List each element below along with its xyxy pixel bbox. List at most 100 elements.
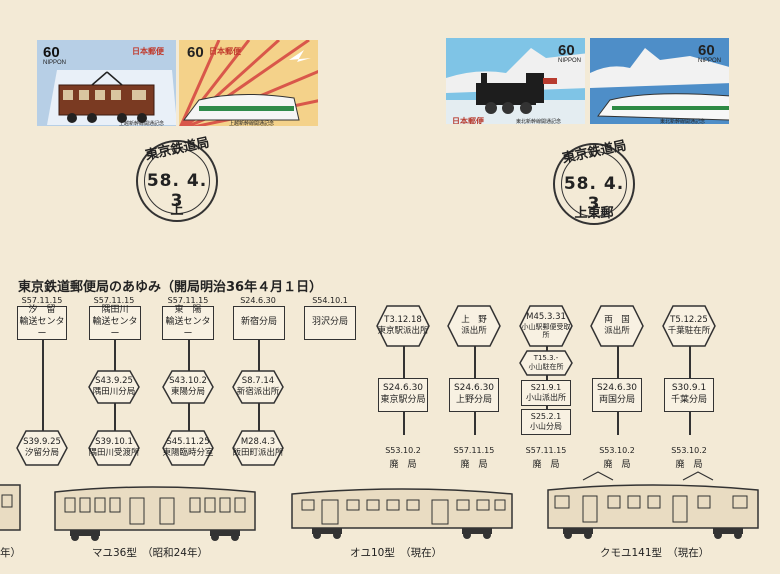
postmark-time: 上東郵 xyxy=(574,206,614,221)
train-caption-oyu10: オユ10型 （現在） xyxy=(350,547,443,559)
stamp-caption: 上越新幹線開通記念 xyxy=(229,121,275,127)
branch-date: S24.6.30 xyxy=(453,383,495,394)
hex-label: 隅田川受渡所 xyxy=(88,448,140,458)
stamp-nippon: NIPPON xyxy=(698,58,722,64)
abolished-date: S57.11.15 xyxy=(525,446,567,455)
kumoyu141-car-drawing xyxy=(547,471,759,539)
stamp-shinkansen-sunburst: 60 日本郵便 上越新幹線開通記念 xyxy=(177,38,320,128)
hex-label: 隅田川分局 xyxy=(92,387,136,397)
postmark-date: 58. 4. 3 xyxy=(146,171,208,211)
history-title: 東京鉄道郵便局のあゆみ（開局明治36年４月１日） xyxy=(18,280,323,295)
office-box: 羽沢分局 xyxy=(304,306,356,340)
office-hexagon: M28.4.3 飯田町派出所 xyxy=(232,430,284,466)
office-hexagon: T3.12.18 東京駅派出所 xyxy=(376,305,430,347)
stamp-caption: 上越新幹線開通記念 xyxy=(119,121,165,127)
abolished-date: S53.10.2 xyxy=(385,446,421,455)
stamp-steam-locomotive: 60 NIPPON 日本郵便 東北新幹線開通記念 xyxy=(444,36,587,126)
hex-date: T3.12.18 xyxy=(384,315,422,326)
stamp-issuer: 日本郵便 xyxy=(452,117,484,126)
hex-label: 東陽分局 xyxy=(170,387,205,397)
branch-name: 上野分局 xyxy=(455,395,492,405)
stamp-issuer: 日本郵便 xyxy=(209,47,241,56)
hex-date: T5.12.25 xyxy=(670,315,708,326)
shinkansen-map-illustration xyxy=(590,38,729,124)
stamp-shinkansen-map: 60 NIPPON 東北新幹線開通記念 xyxy=(588,36,731,126)
train-caption-kumoyu141: クモユ141型 （現在） xyxy=(600,547,710,559)
office-hexagon: S8.7.14 新宿派出所 xyxy=(232,370,284,404)
office-hexagon: S45.11.25 東陽臨時分室 xyxy=(162,430,214,466)
postmark-time: 上 xyxy=(170,203,184,218)
hex-label: 新宿派出所 xyxy=(236,387,280,397)
office-hexagon: S39.9.25 汐留分局 xyxy=(16,430,68,466)
office-subname: 輸送センター xyxy=(92,317,138,339)
office-hexagon: S43.9.25 隅田川分局 xyxy=(88,370,140,404)
postmark-cancel: 東京鉄道局 58. 4. 3 上東郵 xyxy=(553,138,635,225)
hex-label: 派出所 xyxy=(604,326,630,336)
partial-railcar-drawing xyxy=(0,484,21,531)
open-date: S54.10.1 xyxy=(312,296,348,305)
office-box: 新宿分局 xyxy=(233,306,285,340)
hex-label: 小山駐在所 xyxy=(528,363,564,371)
office-name: 新宿分局 xyxy=(240,317,277,328)
branch-date: S25.2.1 xyxy=(530,411,562,421)
abolished-label: 廃 局 xyxy=(532,460,560,470)
branch-date: S21.9.1 xyxy=(530,382,562,392)
electric-locomotive-illustration xyxy=(47,70,176,125)
postmark-ring xyxy=(144,148,210,214)
stamp-caption: 東北新幹線開通記念 xyxy=(660,119,706,125)
branch-name: 両国分局 xyxy=(598,395,635,405)
stamp-electric-locomotive: 60 NIPPON 日本郵便 上越新幹線開通記念 xyxy=(35,38,178,128)
hex-label: 東京駅派出所 xyxy=(377,326,429,336)
postmark-cancel: 東京鉄道局 58. 4. 3 上 xyxy=(136,135,218,222)
office-hexagon: 上 野 派出所 xyxy=(447,305,501,347)
hex-label: 両 国 xyxy=(604,315,630,326)
branch-name: 東京駅分局 xyxy=(380,395,426,405)
hex-label: 派出所 xyxy=(461,326,487,336)
stamp-denomination: 60 xyxy=(187,44,204,61)
abolished-label: 廃 局 xyxy=(675,460,703,470)
oyu10-car-drawing xyxy=(291,488,513,539)
open-date: S57.11.15 xyxy=(21,296,63,305)
hex-label: 汐留分局 xyxy=(24,448,59,458)
stamp-denomination: 60 xyxy=(698,42,715,59)
branch-date: S30.9.1 xyxy=(671,383,707,394)
branch-date: S24.6.30 xyxy=(382,383,424,394)
hex-label: 東陽臨時分室 xyxy=(162,448,214,458)
hex-label: 飯田町派出所 xyxy=(232,448,284,458)
office-box: 汐 留 輸送センター xyxy=(17,305,67,340)
branch-box: S24.6.30 上野分局 xyxy=(449,378,499,412)
branch-box: S24.6.30 東京駅分局 xyxy=(378,378,428,412)
hex-date: S43.9.25 xyxy=(95,376,133,387)
hex-label: 小山駅郵便受取所 xyxy=(521,322,571,340)
abolished-date: S57.11.15 xyxy=(453,446,495,455)
hex-date: S43.10.2 xyxy=(169,376,207,387)
branch-name: 小山分局 xyxy=(530,422,562,431)
branch-box: S25.2.1 小山分局 xyxy=(521,409,571,435)
hex-date: M45.3.31 xyxy=(526,311,566,322)
mayu36-car-drawing xyxy=(54,486,256,541)
hex-date: S45.11.25 xyxy=(166,437,210,448)
branch-box: S24.6.30 両国分局 xyxy=(592,378,642,412)
shinkansen-sunburst-illustration xyxy=(179,40,318,126)
open-date: S57.11.15 xyxy=(93,296,135,305)
timeline-line xyxy=(42,340,44,432)
hex-date: S39.9.25 xyxy=(23,437,61,448)
abolished-label: 廃 局 xyxy=(460,460,488,470)
postmark-ring xyxy=(561,151,627,217)
office-subname: 輸送センター xyxy=(19,317,65,339)
stamp-denomination: 60 xyxy=(43,44,60,61)
hex-date: S8.7.14 xyxy=(241,376,275,387)
branch-box: S30.9.1 千葉分局 xyxy=(664,378,714,412)
train-caption-partial: 年） xyxy=(0,547,21,559)
train-caption-mayu36: マユ36型 （昭和24年） xyxy=(92,547,208,559)
postmark-date: 58. 4. 3 xyxy=(563,174,625,214)
office-name: 東 陽 xyxy=(174,305,202,316)
abolished-date: S53.10.2 xyxy=(671,446,707,455)
abolished-label: 廃 局 xyxy=(603,460,631,470)
abolished-date: S53.10.2 xyxy=(599,446,635,455)
office-hexagon: S43.10.2 東陽分局 xyxy=(162,370,214,404)
hex-date: S39.10.1 xyxy=(95,437,133,448)
office-name: 隅田川 xyxy=(101,305,129,316)
office-box: 東 陽 輸送センター xyxy=(162,305,214,340)
stamp-issuer: 日本郵便 xyxy=(132,47,164,56)
